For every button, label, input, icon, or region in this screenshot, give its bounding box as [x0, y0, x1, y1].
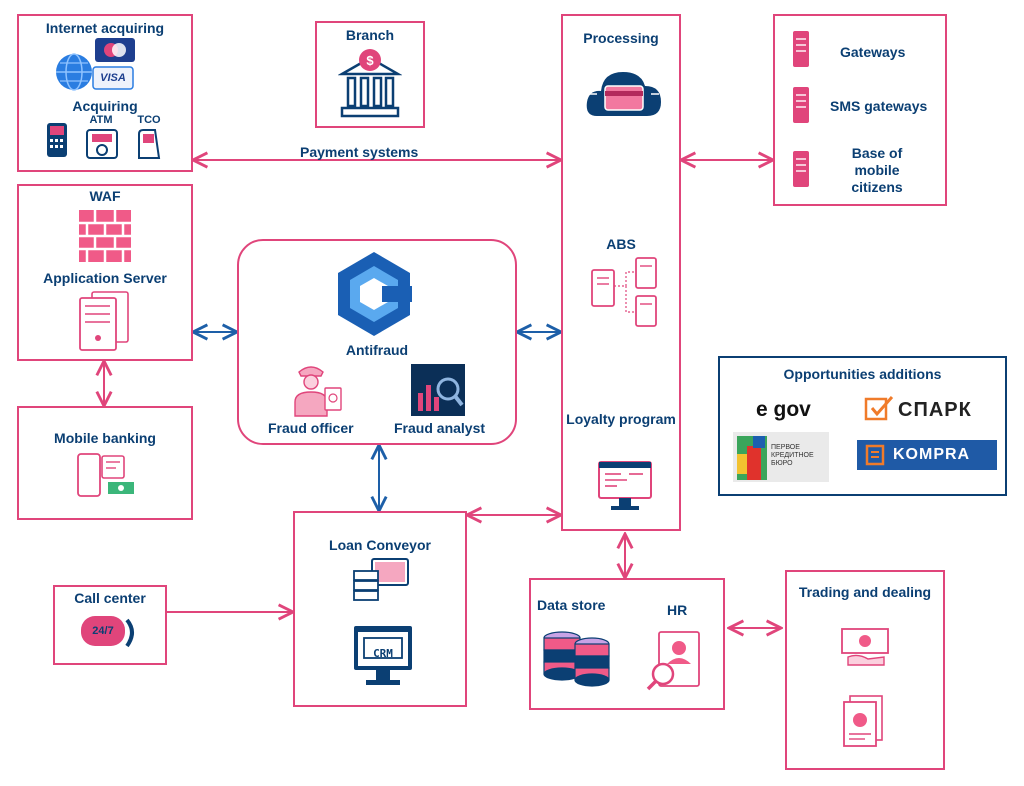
- internet-acquiring-title: Internet acquiring: [45, 20, 165, 36]
- antifraud-logo-icon: [334, 250, 414, 338]
- bank-building-icon: $: [338, 46, 402, 120]
- kompra-text: KOMPRA: [893, 446, 971, 463]
- svg-text:$: $: [366, 53, 374, 68]
- kiosk-icon: [133, 128, 165, 160]
- server-icon: [792, 150, 810, 188]
- visa-text: VISA: [100, 72, 126, 84]
- monitor-code-icon: [597, 460, 653, 512]
- branch-title: Branch: [345, 27, 395, 43]
- globe-icon: [54, 52, 94, 92]
- database-icon: [540, 628, 612, 690]
- firewall-icon: [77, 208, 133, 264]
- pos-terminal-icon: [44, 122, 70, 158]
- cloud-card-icon: [583, 58, 665, 124]
- app-server-icon: [76, 290, 132, 352]
- processing-title: Processing: [583, 30, 659, 46]
- hr-title: HR: [667, 602, 688, 618]
- loan-conveyor-title: Loan Conveyor: [329, 537, 431, 553]
- data-store-title: Data store: [537, 597, 606, 613]
- workstation-icon: [352, 557, 410, 603]
- antifraud-box[interactable]: [237, 239, 517, 445]
- visa-card-icon: VISA: [92, 66, 134, 90]
- kompra-logo: KOMPRA: [857, 440, 997, 470]
- tco-label: TCO: [137, 114, 161, 126]
- gateways-label: Gateways: [840, 44, 906, 60]
- egov-logo: e gov: [756, 398, 811, 421]
- antifraud-title: Antifraud: [345, 342, 409, 358]
- trading-dealing-title: Trading and dealing: [798, 584, 932, 600]
- spark-check-icon: [864, 395, 894, 421]
- server-icon: [792, 86, 810, 124]
- call-center-title: Call center: [74, 590, 146, 606]
- fraud-officer-label: Fraud officer: [268, 420, 354, 436]
- call-center-badge: 24/7: [92, 625, 114, 637]
- hr-profile-search-icon: [645, 630, 703, 692]
- officer-icon: [289, 358, 343, 418]
- pkb-logo: ПЕРВОЕ КРЕДИТНОЕ БЮРО: [733, 432, 829, 482]
- application-server-title: Application Server: [43, 270, 167, 286]
- waf-title: WAF: [89, 188, 121, 204]
- mastercard-icon: [94, 37, 136, 63]
- edge-label-payment-systems: Payment systems: [300, 144, 419, 160]
- mobile-payment-icon: [74, 452, 136, 500]
- pkb-line-1: ПЕРВОЕ: [771, 444, 800, 451]
- spark-logo: СПАРК: [898, 399, 972, 421]
- documents-stack-icon: [840, 694, 886, 750]
- crm-text: CRM: [373, 647, 393, 660]
- abs-title: ABS: [606, 236, 636, 252]
- money-hand-icon: [840, 627, 892, 667]
- server-icon: [792, 30, 810, 68]
- opportunities-title: Opportunities additions: [783, 366, 942, 382]
- loyalty-title: Loyalty program: [566, 411, 676, 427]
- fraud-analyst-label: Fraud analyst: [394, 420, 486, 436]
- analytics-search-icon: [410, 363, 466, 417]
- base-mobile-citizens-label: Base of mobile citizens: [851, 145, 903, 195]
- pkb-line-3: БЮРО: [771, 460, 793, 467]
- atm-label: ATM: [89, 114, 113, 126]
- acquiring-title: Acquiring: [72, 98, 138, 114]
- pkb-line-2: КРЕДИТНОЕ: [771, 452, 814, 459]
- mobile-banking-title: Mobile banking: [54, 430, 156, 446]
- support-24-7-icon: 24/7: [79, 612, 141, 654]
- sms-gateways-label: SMS gateways: [830, 98, 928, 114]
- atm-icon: [84, 128, 120, 160]
- servers-icon: [588, 256, 660, 328]
- crm-monitor-icon: CRM: [352, 624, 414, 690]
